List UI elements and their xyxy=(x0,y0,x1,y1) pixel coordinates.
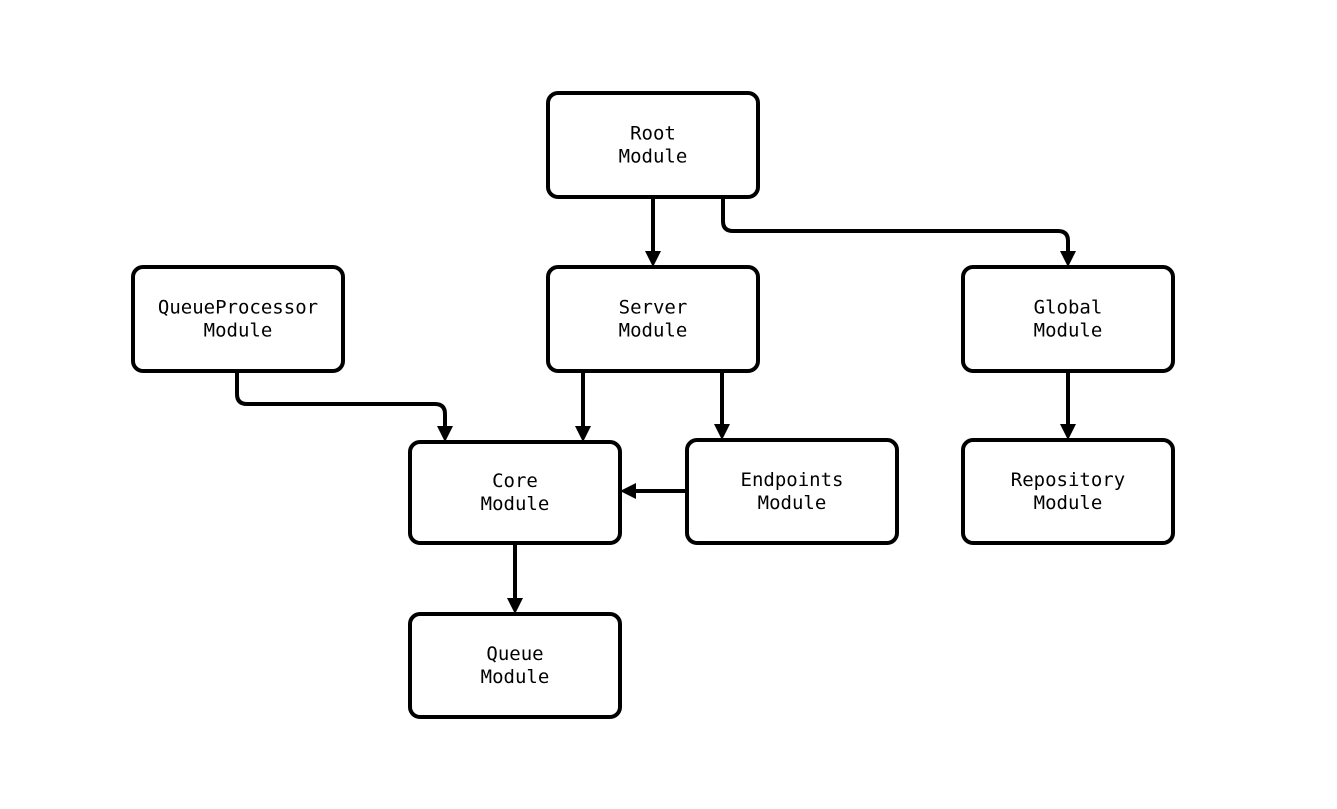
node-label-line1: Global xyxy=(1034,297,1103,319)
node-label-line1: Endpoints xyxy=(741,469,844,491)
node-label-line1: Root xyxy=(630,123,676,145)
node-label-line2: Module xyxy=(619,320,688,342)
arrowhead-icon xyxy=(1060,251,1076,267)
edge-root-global xyxy=(721,197,1076,267)
node-label-line2: Module xyxy=(1034,492,1103,514)
arrowhead-icon xyxy=(575,426,591,442)
edge-server-core xyxy=(575,371,591,442)
edges-layer xyxy=(235,197,1076,614)
node-label-line2: Module xyxy=(1034,320,1103,342)
node-label-line2: Module xyxy=(204,320,273,342)
edge-root-server xyxy=(645,197,661,267)
arrowhead-icon xyxy=(437,426,453,442)
edge-line xyxy=(235,371,447,426)
node-box[interactable] xyxy=(408,612,622,719)
arrowhead-icon xyxy=(645,251,661,267)
node-box[interactable] xyxy=(546,265,760,373)
edge-core-queue xyxy=(507,543,523,614)
node-label-line1: QueueProcessor xyxy=(158,297,318,319)
node-label-line1: Core xyxy=(492,470,538,492)
edge-global-repository xyxy=(1060,371,1076,440)
edge-queueprocessor-core xyxy=(235,371,453,442)
node-label-line1: Server xyxy=(619,297,688,319)
arrowhead-icon xyxy=(1060,424,1076,440)
node-box[interactable] xyxy=(408,440,622,545)
node-box[interactable] xyxy=(131,265,345,373)
node-label-line1: Repository xyxy=(1011,469,1125,491)
node-label-line2: Module xyxy=(481,666,550,688)
edge-endpoints-core xyxy=(620,483,687,499)
node-label-line2: Module xyxy=(758,492,827,514)
node-box[interactable] xyxy=(546,91,760,199)
nodes-layer: RootModuleQueueProcessorModuleServerModu… xyxy=(131,91,1175,719)
edge-line xyxy=(721,197,1070,251)
node-label-line1: Queue xyxy=(486,643,543,665)
node-box[interactable] xyxy=(961,265,1175,373)
node-label-line2: Module xyxy=(481,493,550,515)
node-box[interactable] xyxy=(685,438,899,545)
edge-server-endpoints xyxy=(714,371,730,440)
arrowhead-icon xyxy=(714,424,730,440)
arrowhead-icon xyxy=(507,598,523,614)
node-label-line2: Module xyxy=(619,146,688,168)
node-box[interactable] xyxy=(961,438,1175,545)
arrowhead-icon xyxy=(620,483,636,499)
